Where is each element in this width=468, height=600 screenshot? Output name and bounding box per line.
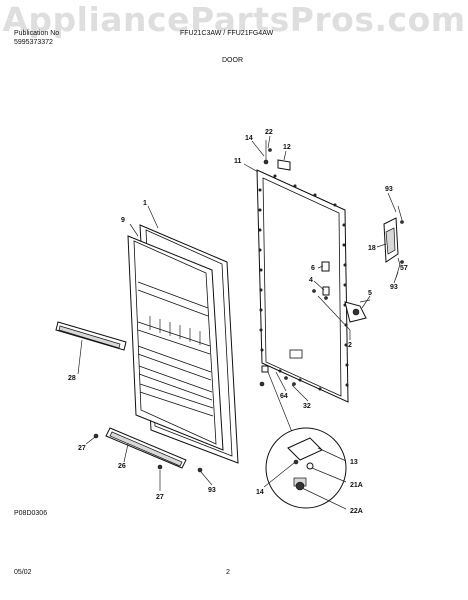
callout-93-top: 93 [385, 186, 393, 193]
top-screw [263, 140, 272, 165]
callout-11: 11 [234, 158, 242, 165]
footer-date: 05/02 [14, 569, 32, 576]
callout-22-top: 22 [265, 129, 273, 136]
top-hinge [383, 205, 404, 279]
callout-14-detail: 14 [256, 489, 264, 496]
callout-4: 4 [309, 277, 313, 284]
page-number: 2 [226, 569, 230, 576]
door-shelf-bar-lower [93, 427, 203, 473]
callout-28: 28 [68, 375, 76, 382]
callout-21a: 21A [350, 482, 363, 489]
callout-27-left: 27 [78, 445, 86, 452]
leader-lines [77, 135, 401, 510]
bottom-hinge-parts [259, 365, 296, 387]
detail-circle [265, 371, 347, 509]
callout-5: 5 [368, 290, 372, 297]
callout-93-bottom: 93 [208, 487, 216, 494]
callout-9: 9 [121, 217, 125, 224]
inner-door-liner [127, 235, 224, 451]
door-shelf-bar-upper [55, 321, 127, 351]
callout-6: 6 [311, 265, 315, 272]
callout-32: 32 [303, 403, 311, 410]
publication-number: 5995373372 [14, 39, 53, 46]
callout-1: 1 [143, 200, 147, 207]
callout-labels: 1 9 11 12 14 22 93 18 57 93 6 4 5 2 28 2… [68, 129, 408, 515]
callout-18: 18 [368, 245, 376, 252]
callout-26: 26 [118, 463, 126, 470]
figure-code: P08D0306 [14, 510, 48, 517]
publication-label: Publication No [14, 30, 60, 37]
callout-57: 57 [400, 265, 408, 272]
outer-door-panel [256, 169, 349, 403]
callout-93-hinge: 93 [390, 284, 398, 291]
watermark: AppliancePartsPros.com [2, 0, 466, 39]
callout-2: 2 [348, 342, 352, 349]
callout-12: 12 [283, 144, 291, 151]
callout-27-bottom: 27 [156, 494, 164, 501]
handle-assembly [312, 261, 371, 331]
section-title: DOOR [222, 57, 243, 64]
callout-22a: 22A [350, 508, 363, 515]
model-numbers: FFU21C3AW / FFU21FG4AW [180, 30, 274, 37]
label-plate [277, 159, 291, 171]
callout-14-top: 14 [245, 135, 253, 142]
callout-64: 64 [280, 393, 288, 400]
callout-13: 13 [350, 459, 358, 466]
